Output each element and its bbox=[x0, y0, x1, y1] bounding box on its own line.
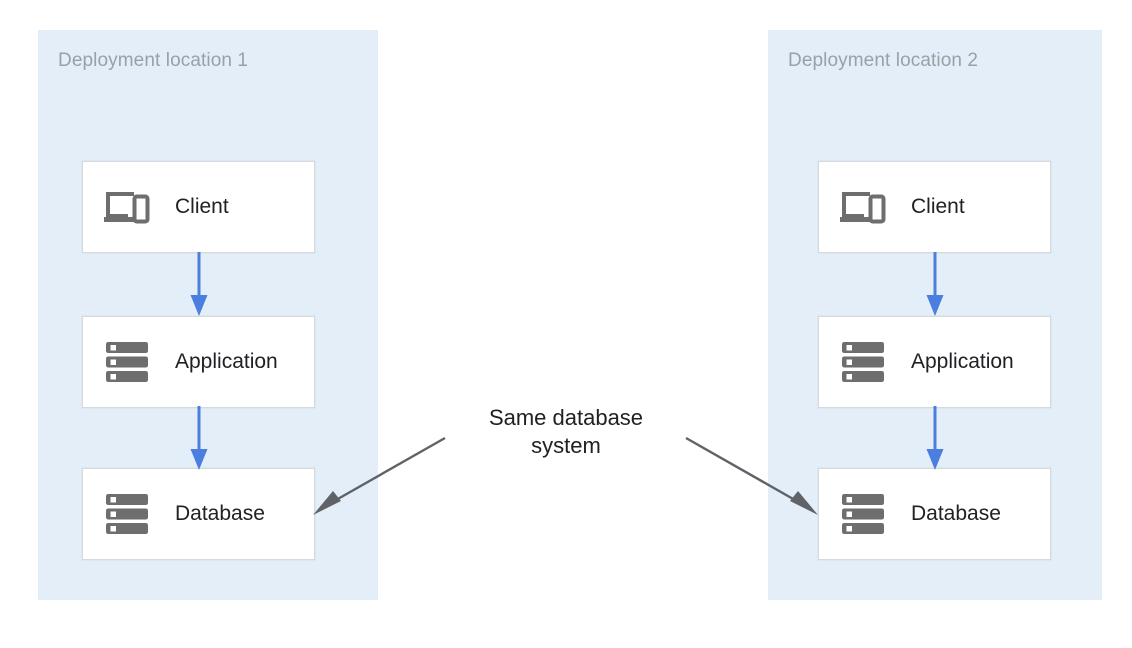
node-database-1-label: Database bbox=[175, 502, 265, 525]
node-client-1[interactable]: Client bbox=[82, 161, 315, 253]
node-application-1[interactable]: Application bbox=[82, 316, 315, 408]
zone-2-title: Deployment location 2 bbox=[788, 50, 979, 71]
node-client-2-label: Client bbox=[911, 195, 965, 218]
callout-label-line-1: Same database bbox=[488, 405, 644, 430]
devices-icon bbox=[837, 186, 889, 228]
node-client-1-label: Client bbox=[175, 195, 229, 218]
callout-label-line-2: system bbox=[531, 433, 601, 458]
callout-label: Same database system bbox=[455, 404, 677, 460]
node-database-2-label: Database bbox=[911, 502, 1001, 525]
callout-arrow-to-database-2 bbox=[676, 425, 826, 525]
flow-arrow-application-to-database-1 bbox=[187, 406, 211, 472]
flow-arrow-application-to-database-2 bbox=[923, 406, 947, 472]
node-application-2[interactable]: Application bbox=[818, 316, 1051, 408]
node-application-1-label: Application bbox=[175, 350, 278, 373]
node-client-2[interactable]: Client bbox=[818, 161, 1051, 253]
node-database-1[interactable]: Database bbox=[82, 468, 315, 560]
callout-arrow-to-database-1 bbox=[305, 425, 455, 525]
server-icon bbox=[837, 493, 889, 535]
flow-arrow-client-to-application-2 bbox=[923, 252, 947, 318]
server-icon bbox=[101, 493, 153, 535]
server-icon bbox=[101, 341, 153, 383]
zone-1-title: Deployment location 1 bbox=[58, 50, 249, 71]
flow-arrow-client-to-application-1 bbox=[187, 252, 211, 318]
devices-icon bbox=[101, 186, 153, 228]
node-database-2[interactable]: Database bbox=[818, 468, 1051, 560]
server-icon bbox=[837, 341, 889, 383]
node-application-2-label: Application bbox=[911, 350, 1014, 373]
